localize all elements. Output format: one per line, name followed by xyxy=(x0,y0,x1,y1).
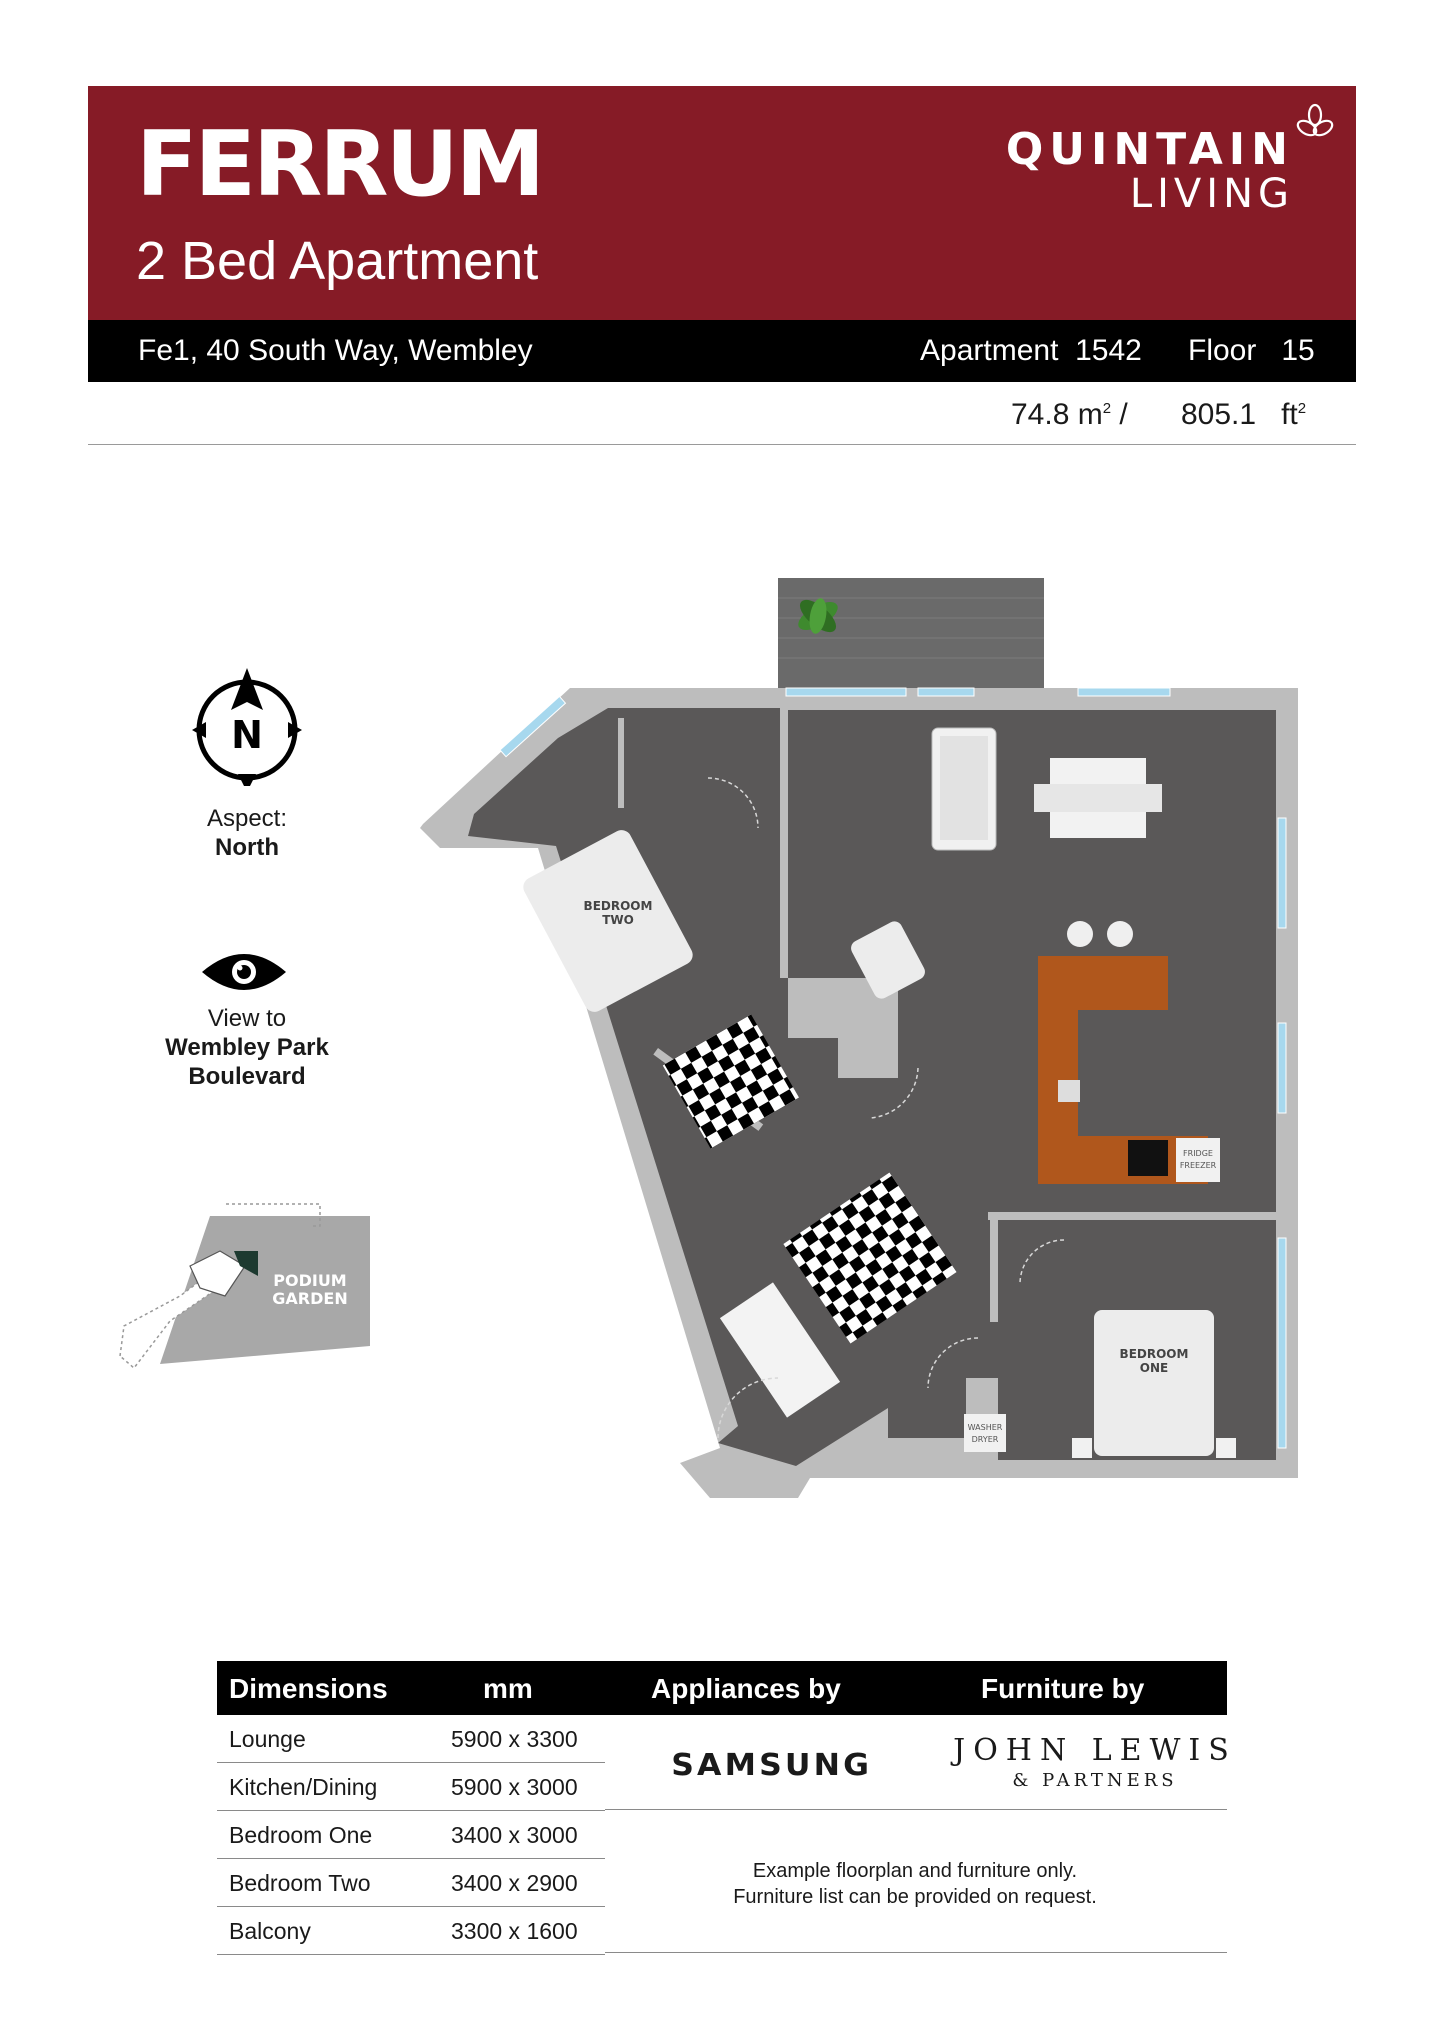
bedroom-one-label-2: ONE xyxy=(1140,1361,1168,1375)
area-ft2: 805.1 ft2 xyxy=(1181,398,1306,432)
room-dimensions: 5900 x 3300 xyxy=(451,1726,578,1752)
bar-stool xyxy=(1067,921,1093,947)
samsung-logo: SAMSUNG xyxy=(671,1748,873,1783)
address-bar: Fe1, 40 South Way, Wembley Apartment 154… xyxy=(88,320,1356,382)
fridge-freezer xyxy=(1176,1138,1220,1182)
bathtub xyxy=(719,1282,841,1418)
area-ft2-value: 805.1 xyxy=(1181,398,1257,431)
bedroom-two-label-1: BEDROOM xyxy=(584,899,653,913)
brand-logo-text: QUINTAIN LIVING xyxy=(1005,124,1294,217)
header-dimensions: Dimensions xyxy=(229,1673,388,1704)
john-lewis-line-1: JOHN LEWIS xyxy=(953,1733,1237,1768)
armchair xyxy=(851,921,925,999)
washer-label-1: WASHER xyxy=(968,1423,1003,1432)
apartment-type: 2 Bed Apartment xyxy=(136,231,539,291)
apartment-label: Apartment xyxy=(920,334,1059,367)
fridge-label-1: FRIDGE xyxy=(1183,1149,1213,1158)
aspect-label: Aspect: xyxy=(206,805,288,832)
view-label: View to xyxy=(207,1005,287,1032)
sofa xyxy=(931,727,997,851)
room-dimensions: 3400 x 3000 xyxy=(451,1822,578,1848)
room-name: Bedroom One xyxy=(229,1822,373,1848)
floor-number: 15 xyxy=(1281,334,1315,367)
disclaimer-note: Example floorplan and furniture only. Fu… xyxy=(650,1858,1180,1910)
washer-label-2: DRYER xyxy=(972,1435,999,1444)
eye-view-icon xyxy=(202,954,286,990)
washer-dryer xyxy=(964,1414,1006,1452)
bedroom-one-label-1: BEDROOM xyxy=(1120,1347,1189,1361)
area-m2-exp: 2 xyxy=(1102,400,1112,417)
podium-garden-area xyxy=(160,1216,370,1364)
kitchen-counter: FRIDGE FREEZER xyxy=(1038,956,1220,1184)
header-mm: mm xyxy=(483,1673,533,1704)
brand-line-1: QUINTAIN xyxy=(1005,124,1294,175)
floor-info: Floor 15 xyxy=(1188,334,1315,368)
trefoil-logo-icon xyxy=(1296,103,1334,137)
table-row: Balcony 3300 x 1600 xyxy=(217,1907,605,1955)
room-name: Bedroom Two xyxy=(229,1870,371,1896)
bedroom-two-bed: BEDROOM TWO xyxy=(523,830,693,1012)
bedroom-one-bed: BEDROOM ONE xyxy=(1072,1310,1236,1458)
area-m2: 74.8 m2 / xyxy=(1011,398,1128,432)
brand-line-2: LIVING xyxy=(1129,171,1294,217)
room-name: Balcony xyxy=(229,1918,311,1944)
title-banner: FERRUM 2 Bed Apartment QUINTAIN LIVING xyxy=(88,86,1356,320)
brand-divider xyxy=(605,1809,1227,1810)
podium-label-2: GARDEN xyxy=(272,1289,347,1308)
room-name: Lounge xyxy=(229,1726,306,1752)
note-line-1: Example floorplan and furniture only. xyxy=(752,1860,1078,1882)
apartment-location-marker xyxy=(234,1251,258,1276)
apartment-info: Apartment 1542 xyxy=(920,334,1142,368)
area-m2-value: 74.8 xyxy=(1011,398,1070,431)
bathroom-tiles xyxy=(783,1172,957,1344)
aspect-block: Aspect: North xyxy=(142,804,352,862)
floor-label: Floor xyxy=(1188,334,1257,367)
note-line-2: Furniture list can be provided on reques… xyxy=(733,1886,1097,1908)
bar-stool xyxy=(1107,921,1133,947)
room-dimensions: 3300 x 1600 xyxy=(451,1918,578,1944)
table-row: Kitchen/Dining 5900 x 3000 xyxy=(217,1763,605,1811)
podium-label-1: PODIUM xyxy=(273,1271,346,1290)
balcony xyxy=(778,578,1044,688)
table-row: Lounge 5900 x 3300 xyxy=(217,1715,605,1763)
aspect-value: North xyxy=(215,834,279,861)
table-row: Bedroom One 3400 x 3000 xyxy=(217,1811,605,1859)
fridge-label-2: FREEZER xyxy=(1180,1161,1217,1170)
view-value-1: Wembley Park xyxy=(165,1034,329,1061)
room-dimensions: 5900 x 3000 xyxy=(451,1774,578,1800)
compass-letter: N xyxy=(231,713,263,757)
area-m2-unit: m xyxy=(1077,398,1103,431)
en-suite-tiles xyxy=(662,1014,800,1149)
room-dimensions: 3400 x 2900 xyxy=(451,1870,578,1896)
apartment-number: 1542 xyxy=(1075,334,1142,367)
floor-plan: FRIDGE FREEZER BEDROOM TWO BEDROOM ONE W… xyxy=(420,578,1298,1498)
apartment-floor xyxy=(468,708,1276,1466)
header-appliances: Appliances by xyxy=(651,1673,841,1704)
table-row: Bedroom Two 3400 x 2900 xyxy=(217,1859,605,1907)
john-lewis-line-2: & PARTNERS xyxy=(1012,1770,1178,1791)
dining-table xyxy=(1034,758,1162,838)
development-title: FERRUM xyxy=(136,112,545,217)
header-divider xyxy=(88,444,1356,445)
view-block: View to Wembley Park Boulevard xyxy=(142,1004,352,1091)
area-separator: / xyxy=(1119,398,1128,431)
location-key-map: PODIUM GARDEN xyxy=(119,1203,370,1370)
table-header: Dimensions mm Appliances by Furniture by xyxy=(217,1661,1227,1715)
plant-icon xyxy=(798,598,838,634)
table-bottom-line xyxy=(605,1952,1227,1953)
view-value-2: Boulevard xyxy=(188,1063,306,1090)
address: Fe1, 40 South Way, Wembley xyxy=(138,334,533,367)
room-name: Kitchen/Dining xyxy=(229,1774,378,1800)
john-lewis-logo: JOHN LEWIS & PARTNERS xyxy=(930,1733,1260,1791)
header-furniture: Furniture by xyxy=(981,1673,1145,1704)
area-ft2-unit: ft xyxy=(1281,398,1298,431)
area-ft2-exp: 2 xyxy=(1297,400,1307,417)
bedroom-two-label-2: TWO xyxy=(602,913,634,927)
compass-north-icon: N xyxy=(192,668,302,786)
